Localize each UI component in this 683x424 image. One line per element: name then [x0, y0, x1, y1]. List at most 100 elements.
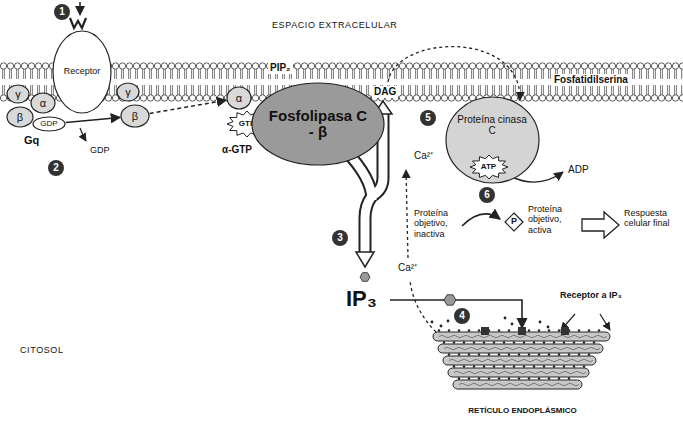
ribosome-dot: [583, 341, 585, 343]
ribosome-dot: [548, 329, 550, 331]
ip3-receptor-channel: [561, 327, 569, 335]
ribosome-dot: [483, 341, 485, 343]
ribosome-dot: [523, 341, 525, 343]
ribosome-dot: [538, 353, 540, 355]
response-arrow: [582, 212, 619, 238]
calcium-dot: [431, 321, 434, 324]
ribosome-dot: [598, 329, 600, 331]
ribosome-dot: [468, 353, 470, 355]
calcium-path: [406, 170, 408, 258]
protein-label: Gq: [24, 134, 39, 147]
ribosome-dot: [513, 365, 515, 367]
molecule-label: GDP: [90, 145, 110, 155]
ribosome-dot: [498, 329, 500, 331]
ribosome-dot: [443, 341, 445, 343]
ribosome-dot: [493, 365, 495, 367]
callout-number: 6: [479, 187, 495, 203]
phosphate-diamond-text: P: [511, 217, 517, 227]
lipid-label: PIP₂: [268, 62, 293, 74]
hollow-arrowhead: [356, 252, 374, 267]
ribosome-dot: [538, 377, 540, 379]
ribosome-dot: [458, 377, 460, 379]
phosphate-diamond: P: [504, 212, 524, 232]
translocation-arrow: [150, 100, 227, 113]
ribosome-dot: [518, 377, 520, 379]
lipid-label: Fosfatidilserina: [552, 74, 630, 86]
ribosome-dot: [538, 329, 540, 331]
ribosome-dot: [543, 341, 545, 343]
ribosome-dot: [458, 353, 460, 355]
ribosome-dot: [468, 377, 470, 379]
ribosome-dot: [488, 377, 490, 379]
leader-line: [600, 314, 610, 330]
calcium-dot: [539, 321, 542, 324]
ellipse-shape: [7, 85, 29, 103]
ribosome-dot: [468, 329, 470, 331]
ellipse-shape: [252, 83, 384, 165]
hollow-arrow-outline: [365, 196, 372, 252]
ribosome-dot: [588, 329, 590, 331]
er-lumen-line: [459, 383, 579, 386]
ribosome-dot: [548, 353, 550, 355]
g-beta-subunit-text: β: [17, 111, 23, 123]
calcium-path: [410, 280, 436, 332]
atp-molecule: ATP: [469, 154, 509, 180]
ribosome-dot: [558, 329, 560, 331]
ribosome-dot: [473, 365, 475, 367]
ip3-path: [390, 300, 522, 328]
ribosome-dot: [558, 377, 560, 379]
ribosome-dot: [553, 341, 555, 343]
dag-path: [388, 47, 520, 100]
ribosome-dot: [578, 329, 580, 331]
callout-number: 3: [332, 230, 348, 246]
ribosome-dot: [553, 365, 555, 367]
receptor-text: Receptor: [64, 67, 101, 77]
er-lumen-line: [454, 371, 586, 374]
ribosome-dot: [558, 353, 560, 355]
ribosome-dot: [528, 329, 530, 331]
g-alpha-subunit-text: α: [40, 97, 46, 109]
ribosome-dot: [458, 329, 460, 331]
g-beta-subunit: β: [6, 106, 34, 128]
ip3-receptor-channel: [518, 327, 526, 335]
ribosome-dot: [493, 341, 495, 343]
ellipse-shape: [31, 93, 55, 113]
molecule-label: α-GTP: [222, 144, 252, 156]
ribosome-dot: [488, 353, 490, 355]
ribosome-dot: [568, 353, 570, 355]
atp-molecule-text: ATP: [481, 163, 496, 172]
ribosome-dot: [463, 341, 465, 343]
calcium-dot: [440, 325, 443, 328]
ellipse-shape: [33, 117, 65, 131]
ellipse-shape: [7, 107, 33, 127]
ion-label: Ca²⁺: [414, 150, 433, 162]
ligand: [70, 18, 86, 28]
ribosome-dot: [483, 365, 485, 367]
messenger-label: IP₃: [346, 286, 377, 311]
ribosome-dot: [583, 365, 585, 367]
ellipse-shape: [446, 97, 539, 183]
ribosome-dot: [563, 341, 565, 343]
calcium-dot: [547, 326, 550, 329]
phospholipase-enzyme-text: Fosfolipasa C - β: [268, 108, 368, 141]
region-label: ESPACIO EXTRACELULAR: [272, 20, 397, 30]
gdp-molecule-text: GDP: [40, 120, 57, 129]
ellipse-shape: [121, 105, 149, 127]
gdp-molecule: GDP: [32, 116, 66, 132]
gdp-release-arrow: [80, 128, 86, 141]
ribosome-dot: [453, 365, 455, 367]
ribosome-dot: [448, 353, 450, 355]
ribosome-dot: [478, 329, 480, 331]
er-lumen-line: [439, 335, 607, 338]
ribosome-dot: [498, 377, 500, 379]
ribosome-dot: [478, 353, 480, 355]
callout-number: 5: [420, 110, 436, 126]
calcium-dot: [447, 320, 450, 323]
g-alpha-subunit: α: [30, 92, 56, 114]
ribosome-dot: [573, 341, 575, 343]
ribosome-dot: [513, 341, 515, 343]
ribosome-dot: [503, 365, 505, 367]
ribosome-dot: [563, 365, 565, 367]
er-cisterna: [448, 368, 589, 377]
ribosome-dot: [453, 341, 455, 343]
